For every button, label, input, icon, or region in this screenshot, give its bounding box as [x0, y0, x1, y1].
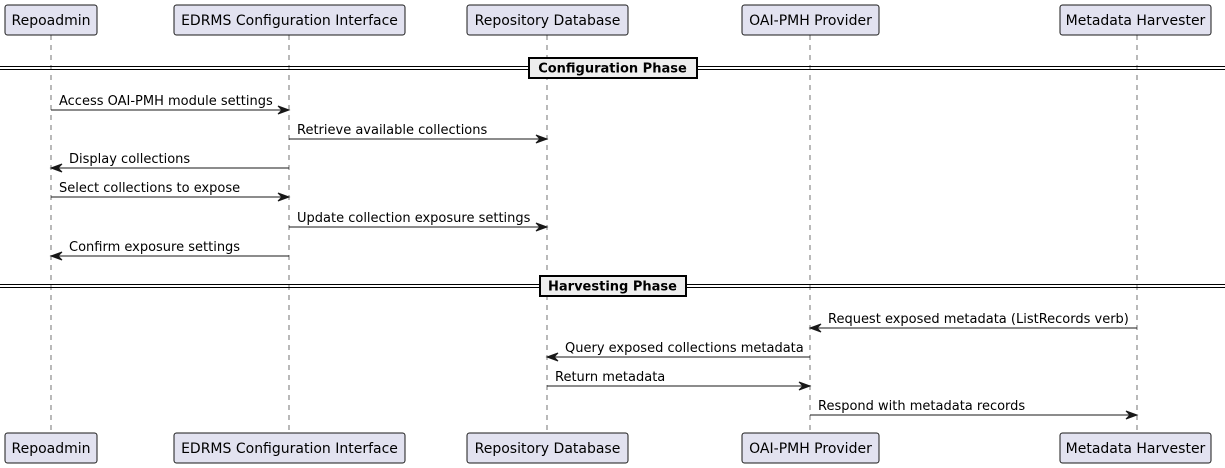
message-oaipmh-to-harvester: Respond with metadata records: [810, 399, 1139, 420]
participant-box: [466, 4, 629, 36]
phase-divider: Configuration Phase: [0, 57, 1225, 79]
message-label: Query exposed collections metadata: [565, 341, 804, 356]
arrowhead: [277, 192, 291, 202]
participant-box: [741, 432, 880, 464]
participant-oaipmh-top: OAI-PMH Provider: [741, 4, 880, 36]
divider-label: Configuration Phase: [538, 62, 687, 77]
phase-divider: Harvesting Phase: [0, 275, 1225, 297]
message-label: Respond with metadata records: [818, 399, 1025, 414]
message-edrms-to-repoadmin: Confirm exposure settings: [49, 240, 289, 261]
participant-box: [1059, 432, 1212, 464]
participant-oaipmh-bottom: OAI-PMH Provider: [741, 432, 880, 464]
message-label: Select collections to expose: [59, 181, 240, 196]
participant-label: EDRMS Configuration Interface: [181, 441, 398, 457]
message-label: Access OAI-PMH module settings: [59, 94, 273, 109]
participant-repoadmin-top: Repoadmin: [4, 4, 98, 36]
participant-label: EDRMS Configuration Interface: [181, 13, 398, 29]
participant-box: [741, 4, 880, 36]
message-repoadmin-to-edrms: Select collections to expose: [51, 181, 291, 202]
message-edrms-to-repodb: Update collection exposure settings: [289, 211, 549, 232]
message-harvester-to-oaipmh: Request exposed metadata (ListRecords ve…: [808, 312, 1137, 333]
arrowhead: [49, 251, 63, 261]
message-edrms-to-repoadmin: Display collections: [49, 152, 289, 173]
arrowhead: [798, 381, 812, 391]
participant-label: Repository Database: [475, 13, 621, 29]
arrowhead: [545, 352, 559, 362]
participant-box: [173, 432, 406, 464]
participant-edrms-bottom: EDRMS Configuration Interface: [173, 432, 406, 464]
participant-label: OAI-PMH Provider: [749, 441, 872, 457]
arrowhead: [1125, 410, 1139, 420]
arrowhead: [535, 134, 549, 144]
message-repodb-to-oaipmh: Return metadata: [547, 370, 812, 391]
arrowhead: [535, 222, 549, 232]
divider-label: Harvesting Phase: [548, 280, 677, 295]
participant-label: Repoadmin: [11, 13, 90, 29]
message-repoadmin-to-edrms: Access OAI-PMH module settings: [51, 94, 291, 115]
message-label: Request exposed metadata (ListRecords ve…: [828, 312, 1129, 327]
participant-label: Metadata Harvester: [1066, 13, 1206, 29]
participant-repoadmin-bottom: Repoadmin: [4, 432, 98, 464]
participant-box: [1059, 4, 1212, 36]
participant-label: Metadata Harvester: [1066, 441, 1206, 457]
participant-label: OAI-PMH Provider: [749, 13, 872, 29]
arrowhead: [808, 323, 822, 333]
arrowhead: [277, 105, 291, 115]
participant-edrms-top: EDRMS Configuration Interface: [173, 4, 406, 36]
divider-box: [539, 275, 687, 297]
message-oaipmh-to-repodb: Query exposed collections metadata: [545, 341, 810, 362]
divider-box: [528, 57, 698, 79]
participant-repodb-top: Repository Database: [466, 4, 629, 36]
participant-label: Repoadmin: [11, 441, 90, 457]
participant-label: Repository Database: [475, 441, 621, 457]
participant-box: [4, 4, 98, 36]
arrowhead: [49, 163, 63, 173]
message-label: Display collections: [69, 152, 190, 167]
participant-harvester-bottom: Metadata Harvester: [1059, 432, 1212, 464]
message-label: Retrieve available collections: [297, 123, 488, 138]
participant-box: [466, 432, 629, 464]
participant-box: [173, 4, 406, 36]
message-label: Return metadata: [555, 370, 665, 385]
message-label: Confirm exposure settings: [69, 240, 240, 255]
participant-repodb-bottom: Repository Database: [466, 432, 629, 464]
message-label: Update collection exposure settings: [297, 211, 531, 226]
participant-harvester-top: Metadata Harvester: [1059, 4, 1212, 36]
message-edrms-to-repodb: Retrieve available collections: [289, 123, 549, 144]
participant-box: [4, 432, 98, 464]
